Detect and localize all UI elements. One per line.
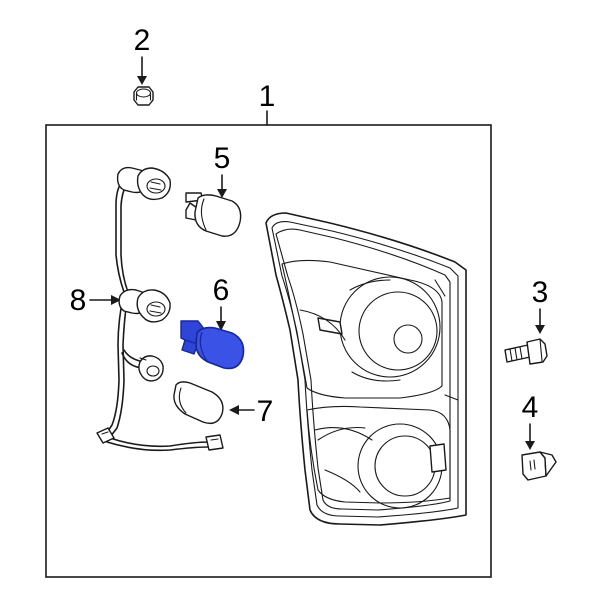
callout-3-label: 3 (532, 276, 549, 309)
part-7-bulb[interactable] (173, 381, 224, 425)
callout-6-label: 6 (213, 274, 230, 307)
callout-5[interactable]: 5 (214, 142, 231, 198)
callout-3[interactable]: 3 (532, 276, 549, 334)
part-6-bulb-highlighted[interactable] (180, 320, 245, 370)
part-8-wire-harness[interactable] (96, 166, 224, 452)
assembly-frame (45, 124, 492, 578)
callout-4-arrowhead (525, 441, 535, 450)
callout-2-label: 2 (134, 24, 151, 57)
part-1-lamp-housing[interactable] (265, 212, 467, 526)
callout-2[interactable]: 2 (134, 24, 151, 85)
callout-2-arrowhead (137, 76, 147, 85)
callout-1-label: 1 (259, 80, 276, 113)
callout-1[interactable]: 1 (259, 80, 276, 126)
callout-8-arrowhead (111, 295, 121, 305)
callout-8[interactable]: 8 (70, 284, 121, 317)
callout-5-arrowhead (217, 189, 227, 198)
part-3-screw[interactable] (504, 338, 548, 365)
part-4-clip[interactable] (521, 451, 557, 481)
callout-4-label: 4 (522, 391, 539, 424)
part-5-bulb[interactable] (185, 192, 242, 237)
callout-3-arrowhead (535, 325, 545, 334)
callout-8-label: 8 (70, 284, 87, 317)
callout-5-label: 5 (214, 142, 231, 175)
callout-7[interactable]: 7 (229, 395, 273, 428)
callout-7-arrowhead (229, 405, 239, 415)
part-2-nut[interactable] (133, 86, 154, 106)
callout-6[interactable]: 6 (213, 274, 230, 331)
callout-7-label: 7 (257, 395, 274, 428)
callout-4[interactable]: 4 (522, 391, 539, 450)
callout-6-arrowhead (216, 321, 226, 331)
